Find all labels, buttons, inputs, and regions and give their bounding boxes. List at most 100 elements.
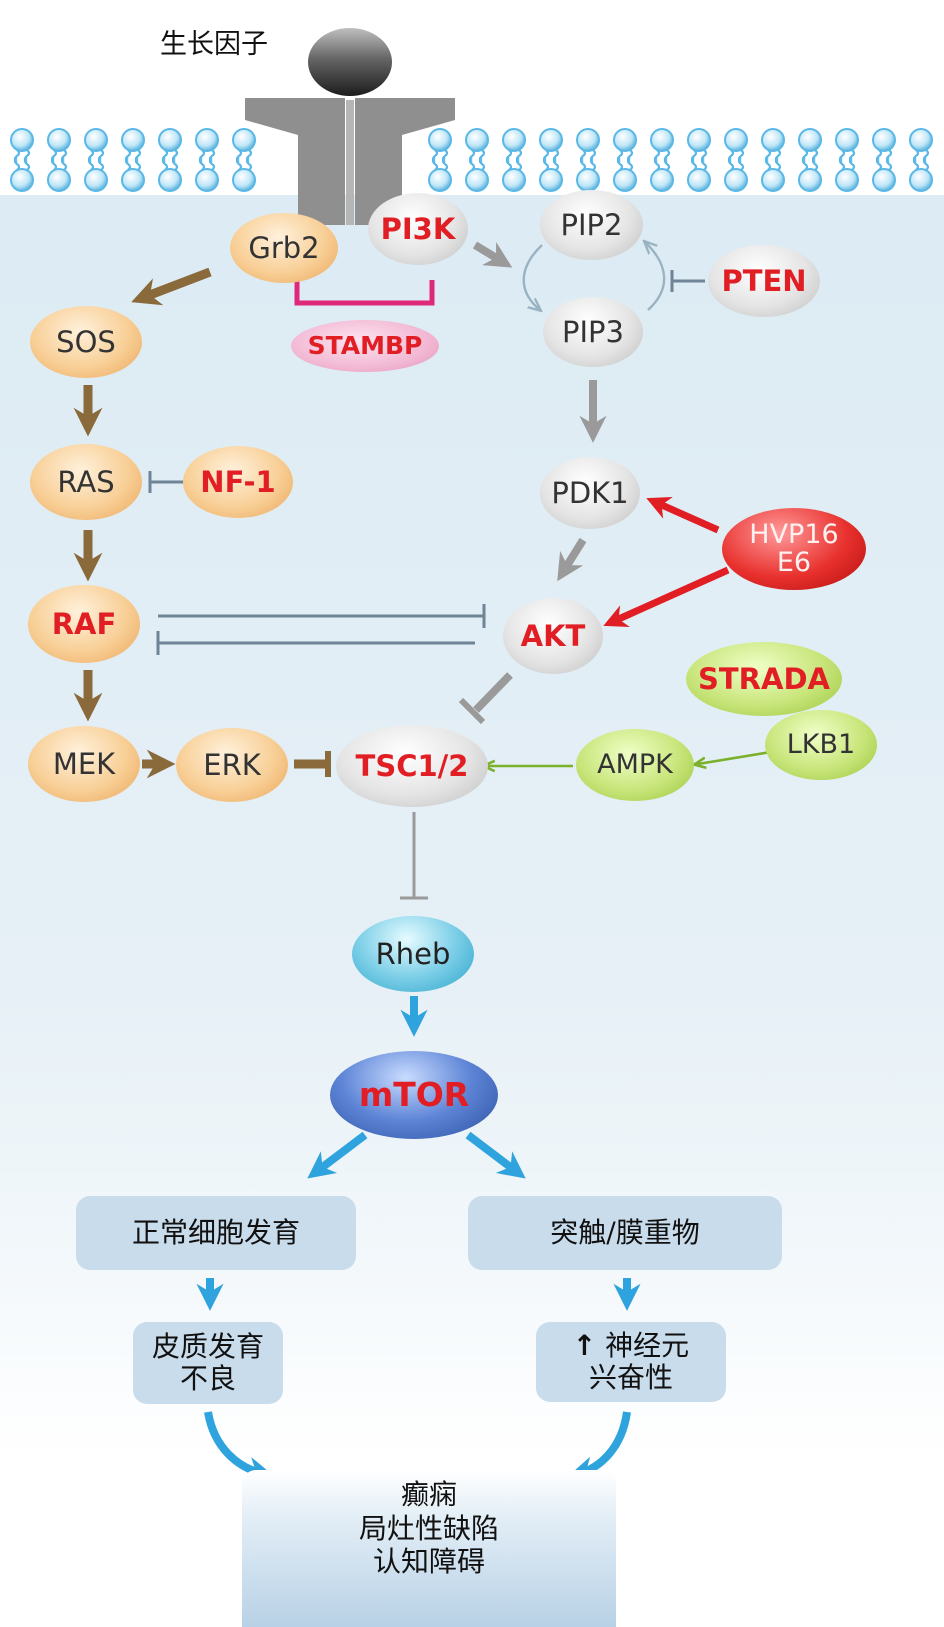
lipid-tail [171,157,179,171]
node-grb2: Grb2 [230,213,338,283]
lipid-tail [13,157,21,171]
lipid-tail [208,157,216,171]
lipid-head-icon [47,168,71,192]
lipid-head-icon [835,168,859,192]
box-normal-development: 正常细胞发育 [76,1196,356,1270]
lipid-head-icon [539,168,563,192]
lipid-head-icon [613,168,637,192]
lipid-tail [848,157,856,171]
receptor-icon [245,28,455,225]
clinical-outcomes-text: 癫痫 局灶性缺陷 认知障碍 [358,1478,499,1579]
lipid-tail [124,157,132,171]
lipid-tail [811,157,819,171]
lipid-head-icon [650,128,674,152]
lipid-tail [97,157,105,171]
node-sos: SOS [30,306,142,378]
node-raf: RAF [28,585,140,663]
lipid-tail [515,157,523,171]
inhibit-erk-tsc [294,751,331,777]
lipid-head-icon [909,128,933,152]
lipid-tail [589,157,597,171]
lipid-tail [579,157,587,171]
node-pdk1: PDK1 [540,457,640,529]
node-ampk: AMPK [576,729,694,801]
arrow-pdk1-akt [557,537,587,582]
lipid-tail [235,157,243,171]
lipid-head-icon [158,168,182,192]
lipid-head-icon [687,128,711,152]
lipid-head-icon [613,128,637,152]
lipid-head-icon [872,128,896,152]
lipid-tail [468,157,476,171]
lipid-tail [663,157,671,171]
lipid-tail [50,157,58,171]
lipid-head-icon [47,128,71,152]
lipid-head-icon [761,168,785,192]
lipid-tail [737,157,745,171]
lipid-tail [478,157,486,171]
arrow-pip3-pip2 [645,242,666,311]
arrow-neuron-outcome [567,1411,631,1483]
lipid-tail [838,157,846,171]
lipid-head-icon [428,168,452,192]
node-mek: MEK [28,726,140,802]
lipid-tail [690,157,698,171]
box-cortex-dysplasia: 皮质发育不良 [133,1322,283,1404]
box-clinical-outcomes [242,1470,616,1627]
inhibit-pten [670,270,705,292]
lipid-tail [505,157,513,171]
lipid-head-icon [909,168,933,192]
lipid-head-icon [724,128,748,152]
lipid-tail [875,157,883,171]
inhibit-akt-raf [156,631,475,655]
lipid-head-icon [872,168,896,192]
lipid-head-icon [121,128,145,152]
growth-factor-ligand-icon [308,28,392,96]
lipid-tail [60,157,68,171]
arrow-pi3k-pip [472,241,513,268]
lipid-tail [653,157,661,171]
lipid-head-icon [121,168,145,192]
lipid-head-icon [724,168,748,192]
lipid-head-icon [539,128,563,152]
lipid-tail [552,157,560,171]
lipid-tail [134,157,142,171]
lipid-tail [626,157,634,171]
node-pip2: PIP2 [540,190,643,260]
cell-membrane [10,128,933,192]
node-rheb: Rheb [352,916,474,992]
lipid-tail [161,157,169,171]
lipid-head-icon [232,128,256,152]
lipid-head-icon [195,128,219,152]
node-mtor: mTOR [330,1051,498,1139]
lipid-head-icon [835,128,859,152]
lipid-tail [727,157,735,171]
inhibit-tsc-rheb [400,812,428,900]
box-neuron-excitability: ↑ 神经元兴奋性 [536,1322,726,1402]
arrow-pip2-pip3 [522,244,542,310]
node-akt: AKT [503,598,603,674]
lipid-head-icon [798,128,822,152]
lipid-head-icon [10,128,34,152]
node-ras: RAS [30,444,142,520]
lipid-head-icon [465,128,489,152]
lipid-head-icon [232,168,256,192]
lipid-tail [431,157,439,171]
up-arrow-icon: ↑ [572,1328,597,1362]
lipid-tail [87,157,95,171]
lipid-head-icon [465,168,489,192]
lipid-head-icon [10,168,34,192]
lipid-head-icon [195,168,219,192]
arrow-cortex-outcome [204,1411,275,1484]
node-lkb1: LKB1 [765,710,877,780]
node-pi3k: PI3K [368,193,468,265]
node-strada: STRADA [686,642,842,716]
lipid-tail [774,157,782,171]
lipid-tail [542,157,550,171]
growth-factor-label: 生长因子 [160,29,268,60]
arrow-hvp16-pdk1 [646,496,720,534]
lipid-head-icon [687,168,711,192]
